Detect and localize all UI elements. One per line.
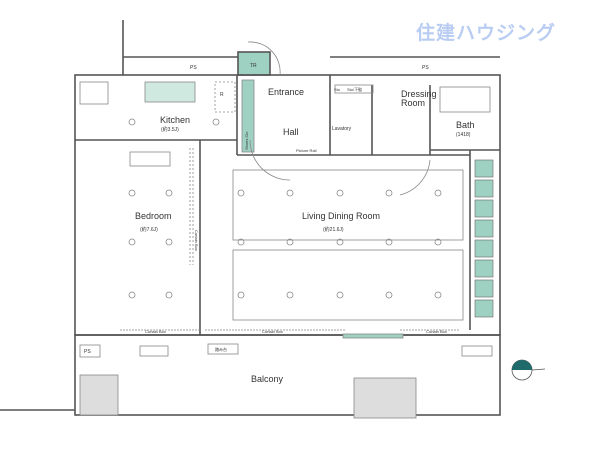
ps-label-left: PS [190,65,197,71]
balcony-label: Balcony [251,374,284,384]
balcony-ps-label: PS [84,349,91,355]
entrance-label: Entrance [268,87,304,97]
ps-wall [122,20,500,75]
curtain-box-label-2: Curtain Box [262,329,283,334]
lavatory-label: Lavatory [332,126,352,132]
curtain-box-label-3: Curtain Box [426,329,447,334]
bath-size: (1418) [456,132,471,138]
dressing-room-label-2: Room [401,98,425,108]
bath-label: Bath [456,120,475,130]
picture-rail-label: Picture Rail [296,148,317,153]
living-dining-area: (約21.6J) [323,226,344,233]
curtain-box-label-1: Curtain Box [145,329,166,334]
dressing-room-label: Dressing [401,89,437,99]
storage-units [474,159,494,318]
balcony-outline [74,334,501,416]
company-logo: 住建ハウジング [416,22,557,44]
ps-label-right: PS [422,65,429,71]
step-label: 踏み台 [215,346,227,352]
sto-label-2: Sto/下駄 [347,86,362,92]
curtain-box-vertical-label: Curtain Box [194,230,199,251]
refrigerator-label: R [220,92,224,98]
shoes-closet-label: Shoes Clo [244,131,249,150]
ceiling-lights [128,118,442,299]
compass-icon [511,359,546,381]
living-dining-label: Living Dining Room [302,211,380,221]
kitchen-label: Kitchen [160,115,190,125]
bedroom-area: (約7.6J) [140,226,158,233]
bedroom-label: Bedroom [135,211,172,221]
kitchen-area: (約3.5J) [161,126,179,133]
hall-label: Hall [283,127,299,137]
sto-label-1: Sto [334,87,341,92]
tr-label: TR [250,63,257,69]
